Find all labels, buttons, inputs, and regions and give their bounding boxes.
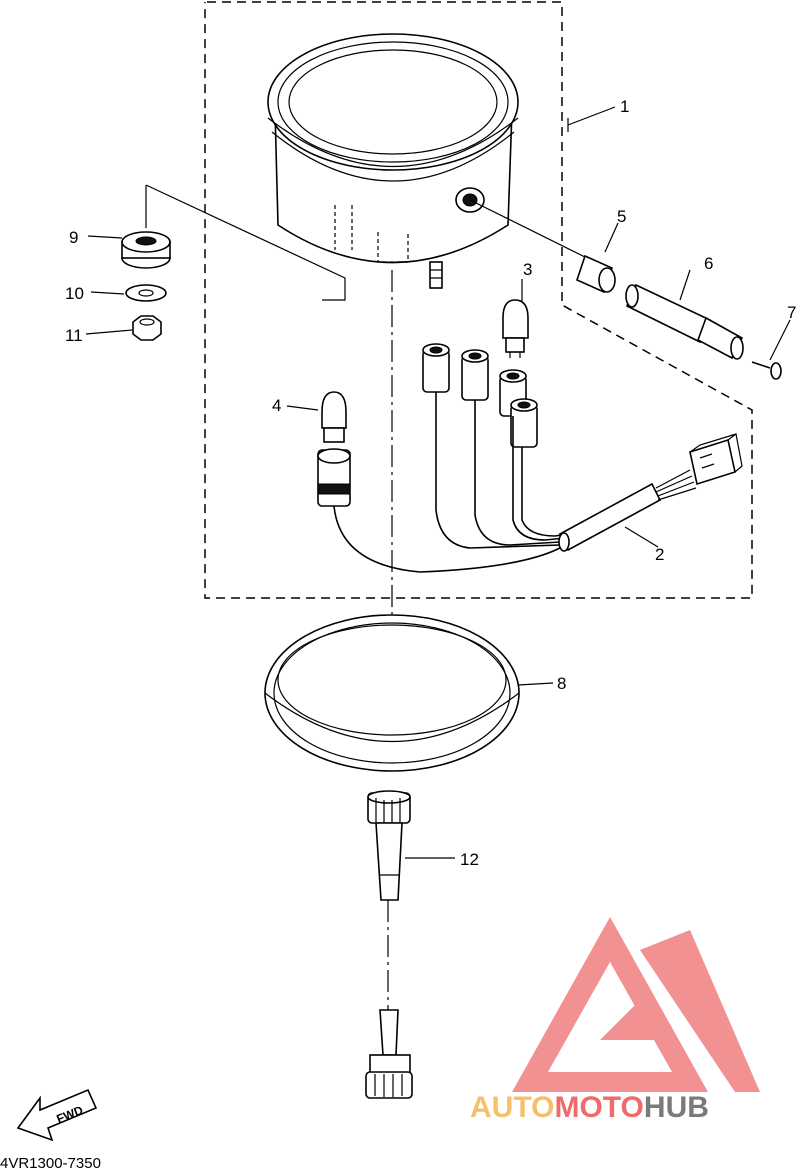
cable-part-12 (365, 790, 413, 1099)
callout-1: 1 (620, 97, 629, 116)
screw-part-7 (751, 361, 782, 380)
nut-part-11 (132, 315, 162, 341)
assembly-dashed-boundary (204, 1, 753, 599)
watermark-auto: AUTO (470, 1091, 554, 1124)
watermark-moto: MOTO (554, 1091, 643, 1124)
tube-part-6 (625, 283, 744, 360)
watermark-hub: HUB (644, 1091, 709, 1124)
bulb-part-4 (317, 391, 351, 507)
callout-8: 8 (557, 674, 566, 693)
watermark-logo (512, 917, 760, 1092)
ring-part-8 (264, 614, 520, 772)
callout-12: 12 (460, 850, 479, 869)
watermark-text: AUTOMOTOHUB (470, 1091, 709, 1124)
callout-2: 2 (655, 545, 664, 564)
callout-5: 5 (617, 207, 626, 226)
callout-3: 3 (523, 260, 532, 279)
fwd-arrow-icon: FWD (16, 1088, 98, 1142)
callout-7: 7 (787, 303, 796, 322)
meter-body (267, 33, 519, 289)
callout-leaders (85, 106, 791, 859)
part5-axis (469, 199, 596, 263)
harness-part-2 (333, 343, 743, 573)
grommet-part-5 (576, 254, 616, 294)
callout-6: 6 (704, 254, 713, 273)
drawing-code: 4VR1300-7350 (0, 1155, 101, 1171)
callout-11: 11 (65, 326, 83, 345)
mount-leader-line (145, 184, 346, 301)
grommet-part-9 (121, 231, 171, 269)
callout-10: 10 (65, 284, 84, 303)
washer-part-10 (125, 284, 167, 302)
callout-4: 4 (272, 396, 281, 415)
callout-9: 9 (69, 228, 78, 247)
bulb-part-3 (502, 299, 529, 358)
